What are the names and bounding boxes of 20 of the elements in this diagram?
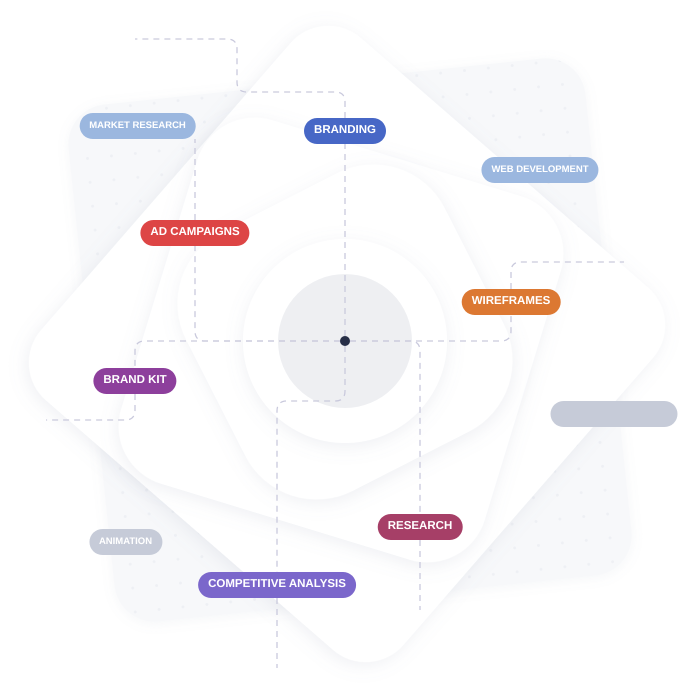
topic-tag: WEB DEVELOPMENT bbox=[481, 157, 599, 183]
dashed-connector bbox=[344, 144, 346, 336]
topic-tag: MARKET RESEARCH bbox=[79, 113, 196, 139]
dashed-connector bbox=[135, 38, 346, 118]
empty-tag bbox=[550, 401, 677, 427]
topic-tag: BRAND KIT bbox=[93, 368, 177, 394]
topic-tag: ANIMATION bbox=[88, 529, 162, 555]
dashed-connector bbox=[350, 340, 421, 514]
topic-tag: COMPETITIVE ANALYSIS bbox=[198, 572, 356, 598]
dashed-connector bbox=[194, 139, 196, 220]
dashed-connector bbox=[276, 346, 346, 572]
dashed-connector bbox=[46, 394, 136, 421]
topic-tag: RESEARCH bbox=[378, 514, 462, 540]
dashed-connector bbox=[276, 598, 278, 668]
dashed-connector bbox=[419, 540, 421, 610]
dashed-connector bbox=[510, 261, 624, 289]
topic-tag: WIREFRAMES bbox=[462, 289, 560, 315]
topic-tag: BRANDING bbox=[304, 118, 386, 144]
dashed-connector bbox=[134, 340, 340, 368]
topic-tag: AD CAMPAIGNS bbox=[140, 220, 250, 246]
